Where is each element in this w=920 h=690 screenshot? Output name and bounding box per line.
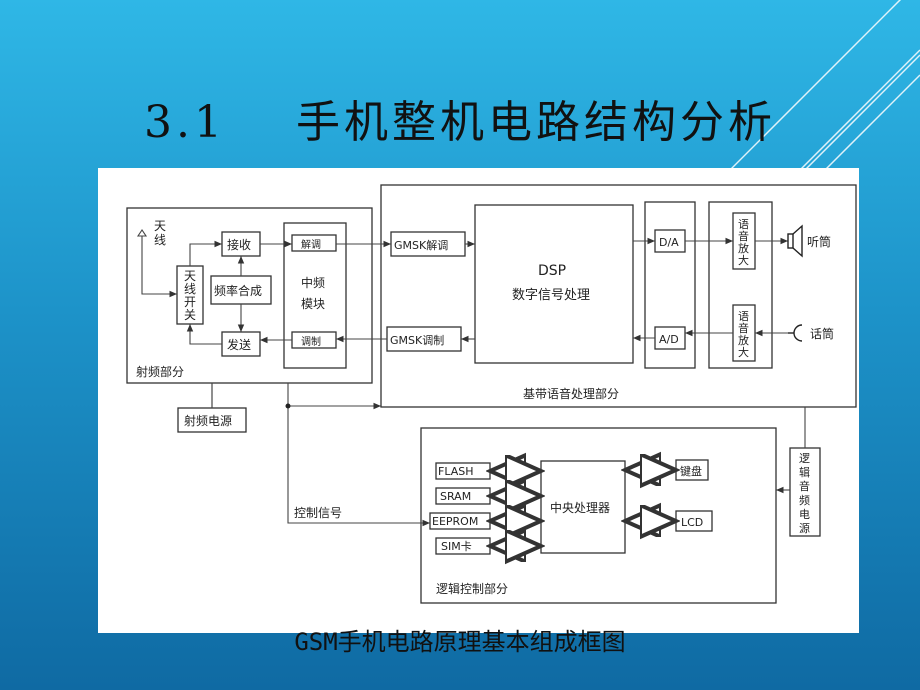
antenna-label-2: 线: [154, 233, 166, 247]
rf-section-box: [126, 207, 373, 384]
gmsk-demod-label: GMSK解调: [394, 238, 448, 252]
keypad-label: 键盘: [680, 464, 702, 478]
dsp-title: DSP: [538, 263, 566, 279]
logic-audio-power-label-1: 逻: [799, 452, 810, 465]
title-text: 手机整机电路结构分析: [295, 97, 776, 148]
receive-label: 接收: [227, 237, 251, 252]
dsp-subtitle: 数字信号处理: [512, 288, 590, 303]
amp-top-label-1: 语: [738, 218, 749, 231]
if-module-box: [283, 222, 347, 369]
slide-title: 3.1 手机整机电路结构分析: [0, 86, 920, 150]
logic-audio-power-label-4: 频: [799, 493, 810, 507]
rf-section-label: 射频部分: [136, 364, 184, 379]
logic-audio-power-label-2: 辑: [799, 465, 810, 479]
antenna-switch-label-3: 开: [184, 295, 196, 309]
if-module-label-1: 中频: [301, 275, 325, 290]
flash-label: FLASH: [438, 465, 474, 478]
antenna-label-1: 天: [154, 219, 166, 233]
sram-label: SRAM: [440, 490, 471, 503]
logic-section-box: [420, 427, 777, 604]
demod-label: 解调: [301, 238, 321, 251]
control-signal-label: 控制信号: [294, 506, 342, 520]
earpiece-label: 听筒: [807, 234, 831, 249]
diagram-caption: GSM手机电路原理基本组成框图: [294, 628, 626, 656]
baseband-section-box: [380, 184, 857, 408]
gmsk-mod-label: GMSK调制: [390, 334, 444, 347]
sim-label: SIM卡: [441, 540, 472, 553]
if-module-label-2: 模块: [301, 297, 325, 311]
amp-top-label-3: 放: [738, 241, 749, 255]
diagram-panel: 天 线 天 线 开 关 接收 频率合成 发送 中频 模块 解调 调制 射频部分 …: [98, 168, 859, 633]
mic-label: 话筒: [810, 326, 834, 341]
dsp-box: [474, 204, 634, 364]
amp-bottom-label-3: 放: [738, 333, 749, 347]
cpu-label: 中央处理器: [550, 500, 610, 515]
amp-bottom-label-2: 音: [738, 321, 749, 335]
title-number: 3.1: [144, 97, 226, 148]
amp-bottom-label-1: 语: [738, 310, 749, 323]
converter-box: [644, 201, 696, 369]
demod-box: [291, 234, 337, 252]
amp-group-box: [708, 201, 773, 369]
ad-label: A/D: [659, 333, 679, 346]
antenna-switch-label-2: 线: [184, 282, 196, 296]
speaker-icon: [787, 224, 803, 258]
logic-section-label: 逻辑控制部分: [436, 581, 508, 596]
logic-audio-power-label-5: 电: [799, 508, 810, 521]
baseband-section-label: 基带语音处理部分: [523, 386, 619, 401]
mod-label: 调制: [301, 335, 321, 348]
da-label: D/A: [659, 236, 679, 249]
lcd-label: LCD: [681, 516, 703, 529]
eeprom-label: EEPROM: [432, 515, 478, 528]
rf-power-label: 射频电源: [184, 413, 232, 428]
microphone-icon: [788, 324, 803, 342]
antenna-switch-label-4: 关: [184, 308, 196, 322]
antenna-switch-label-1: 天: [184, 269, 196, 283]
amp-top-label-2: 音: [738, 229, 749, 243]
block-diagram: 天 线 天 线 开 关 接收 频率合成 发送 中频 模块 解调 调制 射频部分 …: [126, 184, 857, 604]
logic-audio-power-label-6: 源: [799, 521, 810, 535]
amp-top-label-4: 大: [738, 253, 749, 267]
logic-audio-power-label-3: 音: [799, 479, 810, 493]
amp-bottom-label-4: 大: [738, 345, 749, 359]
synth-label: 频率合成: [214, 283, 262, 298]
transmit-label: 发送: [227, 337, 251, 352]
